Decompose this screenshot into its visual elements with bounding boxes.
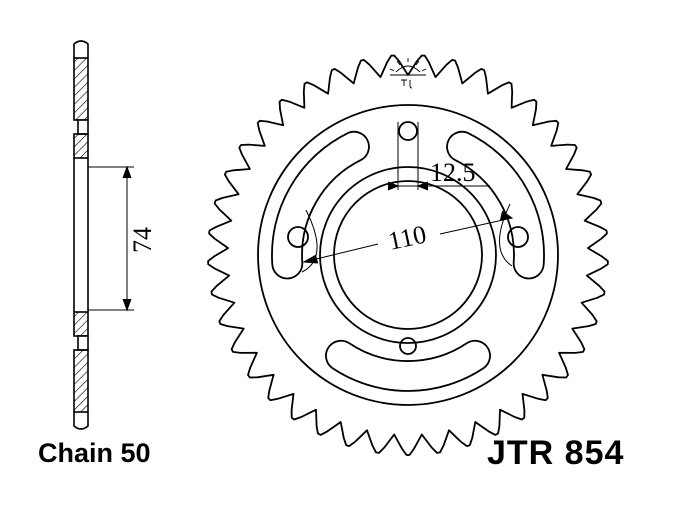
- dimension-bolt-circle: [301, 203, 514, 273]
- side-upper-step: [77, 119, 89, 135]
- side-upper-rim: [73, 57, 89, 121]
- dimension-bolt-hole: [387, 122, 490, 191]
- chain-size-label: Chain 50: [38, 438, 151, 468]
- side-top-tip: [73, 40, 89, 58]
- side-lower-step: [77, 335, 89, 351]
- bolt-hole-left: [287, 226, 309, 248]
- side-plate: [73, 158, 89, 312]
- center-bore: [333, 180, 483, 330]
- slot-upper-right: [446, 130, 545, 280]
- front-view: [207, 54, 609, 456]
- hub-outer-circle: [319, 166, 497, 344]
- slot-bottom: [325, 339, 491, 392]
- side-lower-rim: [73, 349, 89, 413]
- side-bottom-tip: [73, 412, 89, 430]
- lightening-slots: [271, 130, 545, 392]
- side-lower-hub: [73, 311, 89, 337]
- side-view: [73, 40, 89, 430]
- sprocket-teeth-outline: [207, 54, 609, 456]
- bolt-hole-bottom: [399, 337, 417, 355]
- bolt-hole-top: [398, 121, 418, 141]
- bolt-circle-label: 110: [386, 220, 429, 256]
- jt-logo-icon: [389, 58, 427, 89]
- dimension-hub-depth: [88, 165, 134, 312]
- bolt-hole-right: [507, 226, 529, 248]
- bolt-hole-label: 12.5: [430, 158, 476, 187]
- hub-depth-label: 74: [128, 227, 157, 253]
- rim-inner-circle: [257, 104, 559, 406]
- slot-upper-left: [271, 130, 370, 280]
- side-upper-hub: [73, 133, 89, 159]
- part-number-label: JTR 854: [487, 434, 625, 472]
